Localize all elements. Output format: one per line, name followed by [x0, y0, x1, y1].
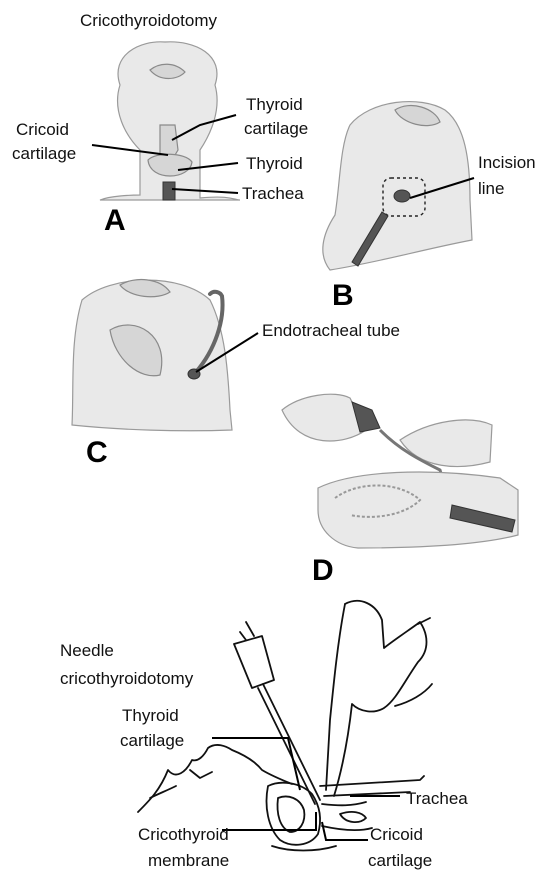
figure-title: Cricothyroidotomy: [80, 11, 217, 30]
needle-label-cricothyroid-line1: Cricothyroid: [138, 825, 229, 844]
leader-needle-cricoid: [322, 822, 368, 840]
label-endotracheal-tube: Endotracheal tube: [262, 321, 400, 340]
needle-illustration: [138, 601, 432, 851]
needle-label-trachea: Trachea: [406, 789, 468, 808]
needle-title-line2: cricothyroidotomy: [60, 669, 194, 688]
label-thyroid-cartilage-line1: Thyroid: [246, 95, 303, 114]
needle-label-thyroid-line2: cartilage: [120, 731, 184, 750]
label-cricoid-line2: cartilage: [12, 144, 76, 163]
panel-a-illustration: [100, 42, 240, 200]
panel-c-illustration: [72, 280, 232, 431]
needle-label-cricoid-line1: Cricoid: [370, 825, 423, 844]
label-incision-line2: line: [478, 179, 504, 198]
needle-label-cricothyroid-line2: membrane: [148, 851, 229, 870]
panel-d-illustration: [282, 394, 518, 548]
panel-letter-b: B: [332, 279, 354, 312]
label-incision-line1: Incision: [478, 153, 536, 172]
needle-label-cricoid-line2: cartilage: [368, 851, 432, 870]
panel-letter-a: A: [104, 204, 126, 237]
needle-title-line1: Needle: [60, 641, 114, 660]
label-cricoid-line1: Cricoid: [16, 120, 69, 139]
label-thyroid-cartilage-line2: cartilage: [244, 119, 308, 138]
panel-letter-d: D: [312, 554, 334, 587]
label-thyroid: Thyroid: [246, 154, 303, 173]
panel-letter-c: C: [86, 436, 108, 469]
label-trachea-a: Trachea: [242, 184, 304, 203]
needle-label-thyroid-line1: Thyroid: [122, 706, 179, 725]
